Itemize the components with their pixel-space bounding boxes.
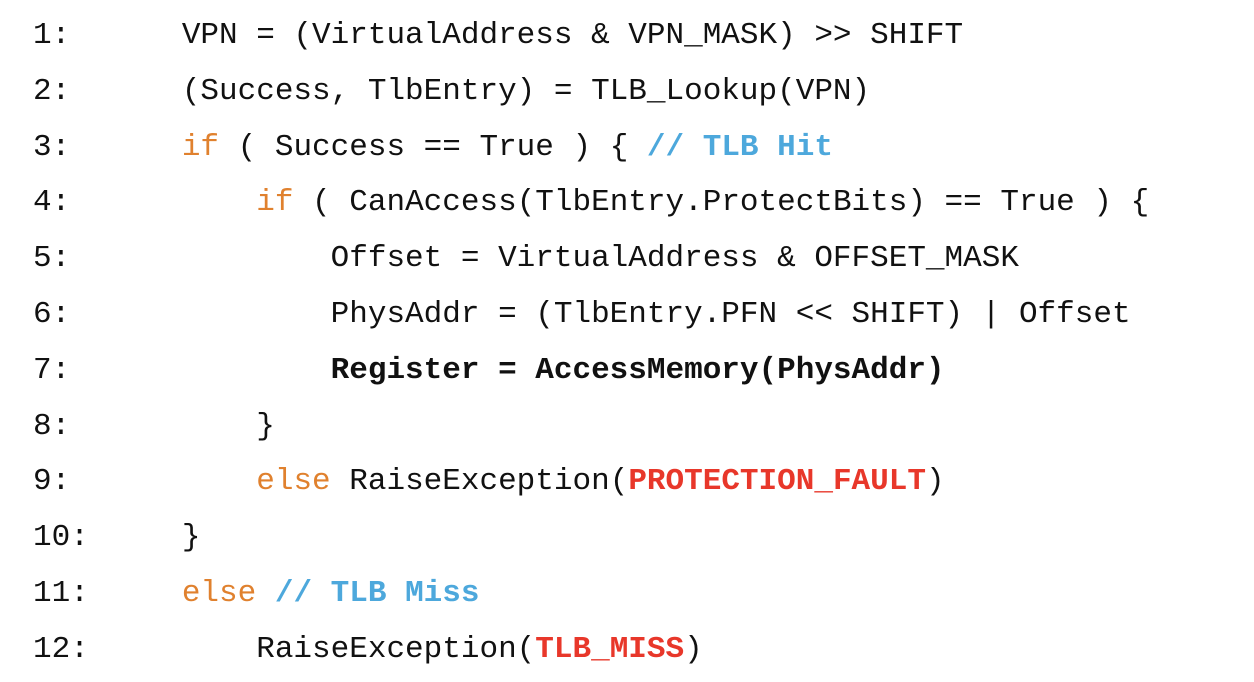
line-number: 11: xyxy=(33,575,89,611)
code-segment-plain xyxy=(182,185,256,220)
line-number: 3: xyxy=(33,129,71,165)
code-segment-plain: VPN = (VirtualAddress & VPN_MASK) >> SHI… xyxy=(181,18,964,53)
line-number: 6: xyxy=(33,296,71,332)
code-segment-plain: } xyxy=(181,520,201,556)
code-segment-plain xyxy=(182,353,331,388)
code-segment-err: PROTECTION_FAULT xyxy=(628,464,926,500)
code-segment-bold: Register = AccessMemory(PhysAddr) xyxy=(330,352,945,388)
code-segment-plain xyxy=(182,464,256,499)
line-number: 7: xyxy=(33,352,71,388)
line-number: 8: xyxy=(33,408,71,444)
code-segment-cmt: // TLB Miss xyxy=(274,575,480,611)
line-number: 12: xyxy=(33,631,89,667)
line-number: 10: xyxy=(33,520,89,556)
code-line: 1: VPN = (VirtualAddress & VPN_MASK) >> S… xyxy=(33,8,1254,64)
code-segment-plain xyxy=(256,576,275,611)
code-line: 7: Register = AccessMemory(PhysAddr) xyxy=(33,343,1254,399)
code-line: 10:} xyxy=(33,510,1254,566)
line-number: 9: xyxy=(33,464,71,500)
code-segment-plain: RaiseException( xyxy=(330,464,629,500)
code-line: 8: } xyxy=(33,399,1254,455)
line-number: 4: xyxy=(33,185,71,221)
code-segment-plain: ( CanAccess(TlbEntry.ProtectBits) == Tru… xyxy=(293,185,1150,221)
line-number: 2: xyxy=(33,73,71,109)
code-segment-plain: ) xyxy=(684,631,703,667)
code-segment-kw: else xyxy=(181,575,257,611)
code-line: 9: else RaiseException(PROTECTION_FAULT) xyxy=(33,454,1254,510)
code-segment-cmt: // TLB Hit xyxy=(646,129,833,165)
code-line: 12: RaiseException(TLB_MISS) xyxy=(33,622,1254,678)
code-line: 5: Offset = VirtualAddress & OFFSET_MASK xyxy=(33,231,1254,287)
code-segment-err: TLB_MISS xyxy=(535,631,685,667)
code-segment-plain: ) xyxy=(925,464,945,500)
line-number: 5: xyxy=(33,241,71,277)
code-segment-plain: ( Success == True ) { xyxy=(219,129,647,165)
code-segment-kw: if xyxy=(256,185,294,221)
code-line: 3: if ( Success == True ) { // TLB Hit xyxy=(33,120,1254,176)
code-segment-plain: Offset = VirtualAddress & OFFSET_MASK xyxy=(181,241,1019,277)
code-segment-kw: if xyxy=(181,129,220,165)
code-segment-kw: else xyxy=(256,464,331,500)
code-line: 6: PhysAddr = (TlbEntry.PFN << SHIFT) | … xyxy=(33,287,1254,343)
code-segment-plain: (Success, TlbEntry) = TLB_Lookup(VPN) xyxy=(181,73,871,109)
code-line: 4: if ( CanAccess(TlbEntry.ProtectBits) … xyxy=(33,175,1254,231)
code-segment-plain: PhysAddr = (TlbEntry.PFN << SHIFT) | Off… xyxy=(181,296,1131,332)
code-line: 2: (Success, TlbEntry) = TLB_Lookup(VPN) xyxy=(33,64,1254,120)
code-segment-plain: RaiseException( xyxy=(181,631,536,667)
code-line: 11: else // TLB Miss xyxy=(33,566,1254,622)
line-number: 1: xyxy=(33,18,71,53)
code-segment-plain: } xyxy=(181,408,275,444)
